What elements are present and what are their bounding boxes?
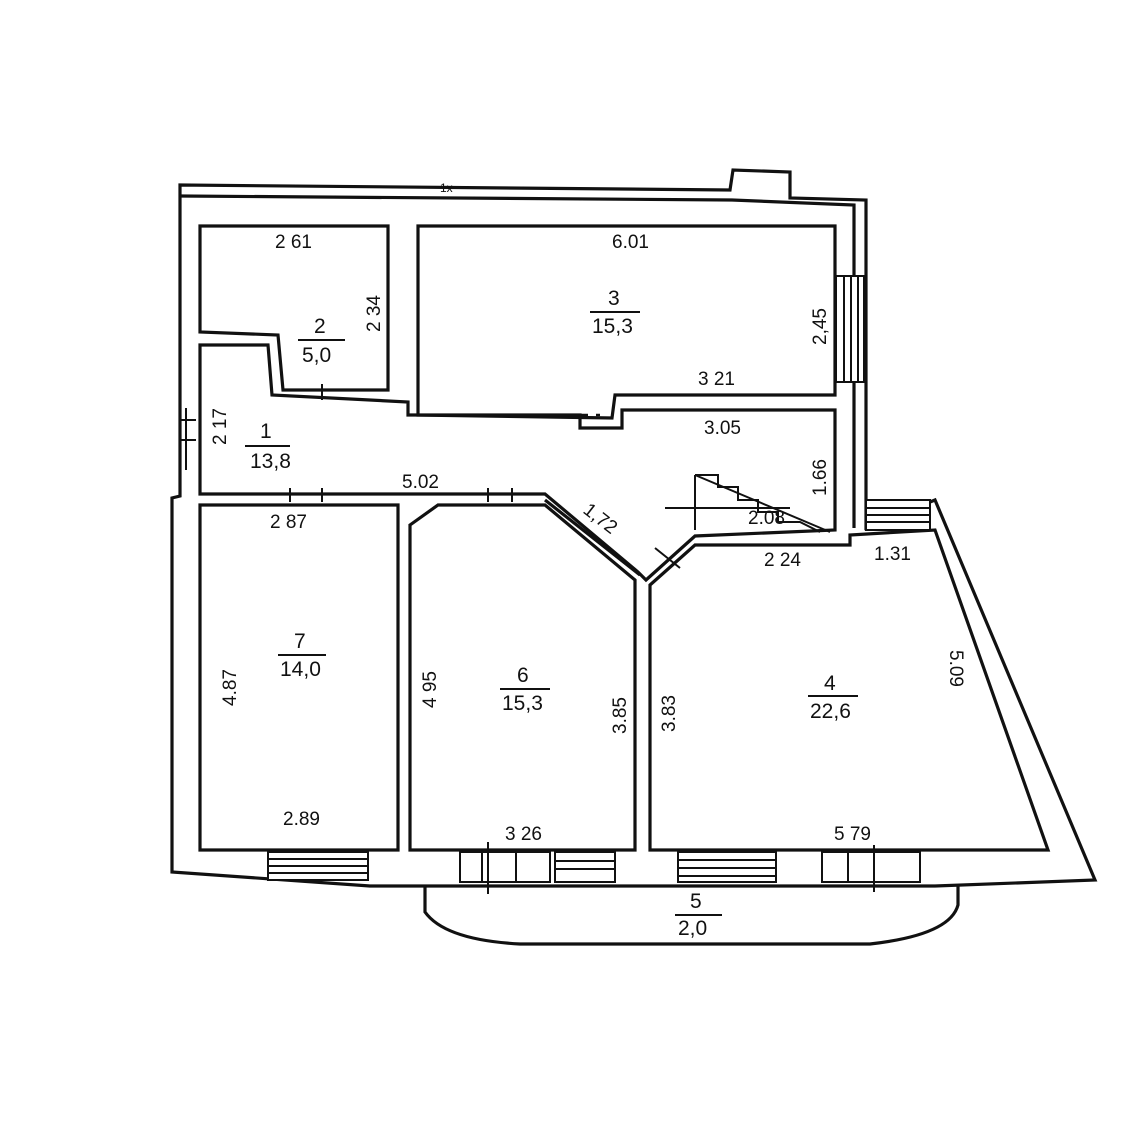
dim-r7-bottom: 2.89 xyxy=(283,809,320,830)
dim-r2-top: 2 61 xyxy=(275,232,312,253)
room-1-number: 1 xyxy=(260,420,272,443)
outer-wall-main xyxy=(170,168,1098,888)
dim-r4-top-right: 1.31 xyxy=(874,544,911,565)
room-4-area: 22,6 xyxy=(810,700,851,723)
window-room-3 xyxy=(835,275,865,383)
room-7-number: 7 xyxy=(294,630,306,653)
dim-r1-left: 2 17 xyxy=(210,408,231,445)
dim-r7-top: 2 87 xyxy=(270,512,307,533)
dim-r1-bottom: 5.02 xyxy=(402,472,439,493)
room-6-outline xyxy=(408,503,637,852)
top-scribble: 1x xyxy=(440,181,453,195)
dim-stair: 2.08 xyxy=(748,508,785,529)
dim-r6-left: 4 95 xyxy=(420,671,441,708)
window-room-4-top xyxy=(865,499,931,531)
dim-r4-right: 5.09 xyxy=(945,650,966,687)
room-2-outline xyxy=(198,224,390,392)
dim-r3-bottom: 3 21 xyxy=(698,369,735,390)
stairs xyxy=(665,474,831,533)
door-ticks xyxy=(180,384,513,502)
dim-r3-top: 6.01 xyxy=(612,232,649,253)
dim-corridor-right-top: 3.05 xyxy=(704,418,741,439)
dim-r4-top-left: 2 24 xyxy=(764,550,801,571)
dim-r4-bottom: 5 79 xyxy=(834,824,871,845)
room-7-area: 14,0 xyxy=(280,658,321,681)
room-1-area: 13,8 xyxy=(250,450,291,473)
balcony-outline xyxy=(423,886,960,946)
room-2-area: 5,0 xyxy=(302,344,331,367)
room-3-area: 15,3 xyxy=(592,315,633,338)
bottom-windows xyxy=(267,842,921,894)
dim-r6-bottom: 3 26 xyxy=(505,824,542,845)
room-4-outline xyxy=(648,528,1051,852)
dim-r7-left: 4.87 xyxy=(220,669,241,706)
dim-corridor-right-side: 1.66 xyxy=(810,459,831,496)
room-7-outline xyxy=(198,503,400,852)
diagonal-wall xyxy=(544,498,641,577)
room-6-area: 15,3 xyxy=(502,692,543,715)
room-6-number: 6 xyxy=(517,664,529,687)
room-3-number: 3 xyxy=(608,287,620,310)
dim-r3-right: 2,45 xyxy=(810,308,831,345)
room-labels: 1 13,8 2 5,0 3 15,3 4 22,6 5 2,0 6 15,3 … xyxy=(245,287,858,940)
room-1-outline xyxy=(198,343,837,583)
room-4-number: 4 xyxy=(824,672,836,695)
dim-r4-left: 3.83 xyxy=(659,695,680,732)
room-5-area: 2,0 xyxy=(678,917,707,940)
room-2-number: 2 xyxy=(314,315,326,338)
dim-r6-right: 3.85 xyxy=(610,697,631,734)
dim-r2-right: 2 34 xyxy=(364,295,385,332)
room-5-number: 5 xyxy=(690,890,702,913)
